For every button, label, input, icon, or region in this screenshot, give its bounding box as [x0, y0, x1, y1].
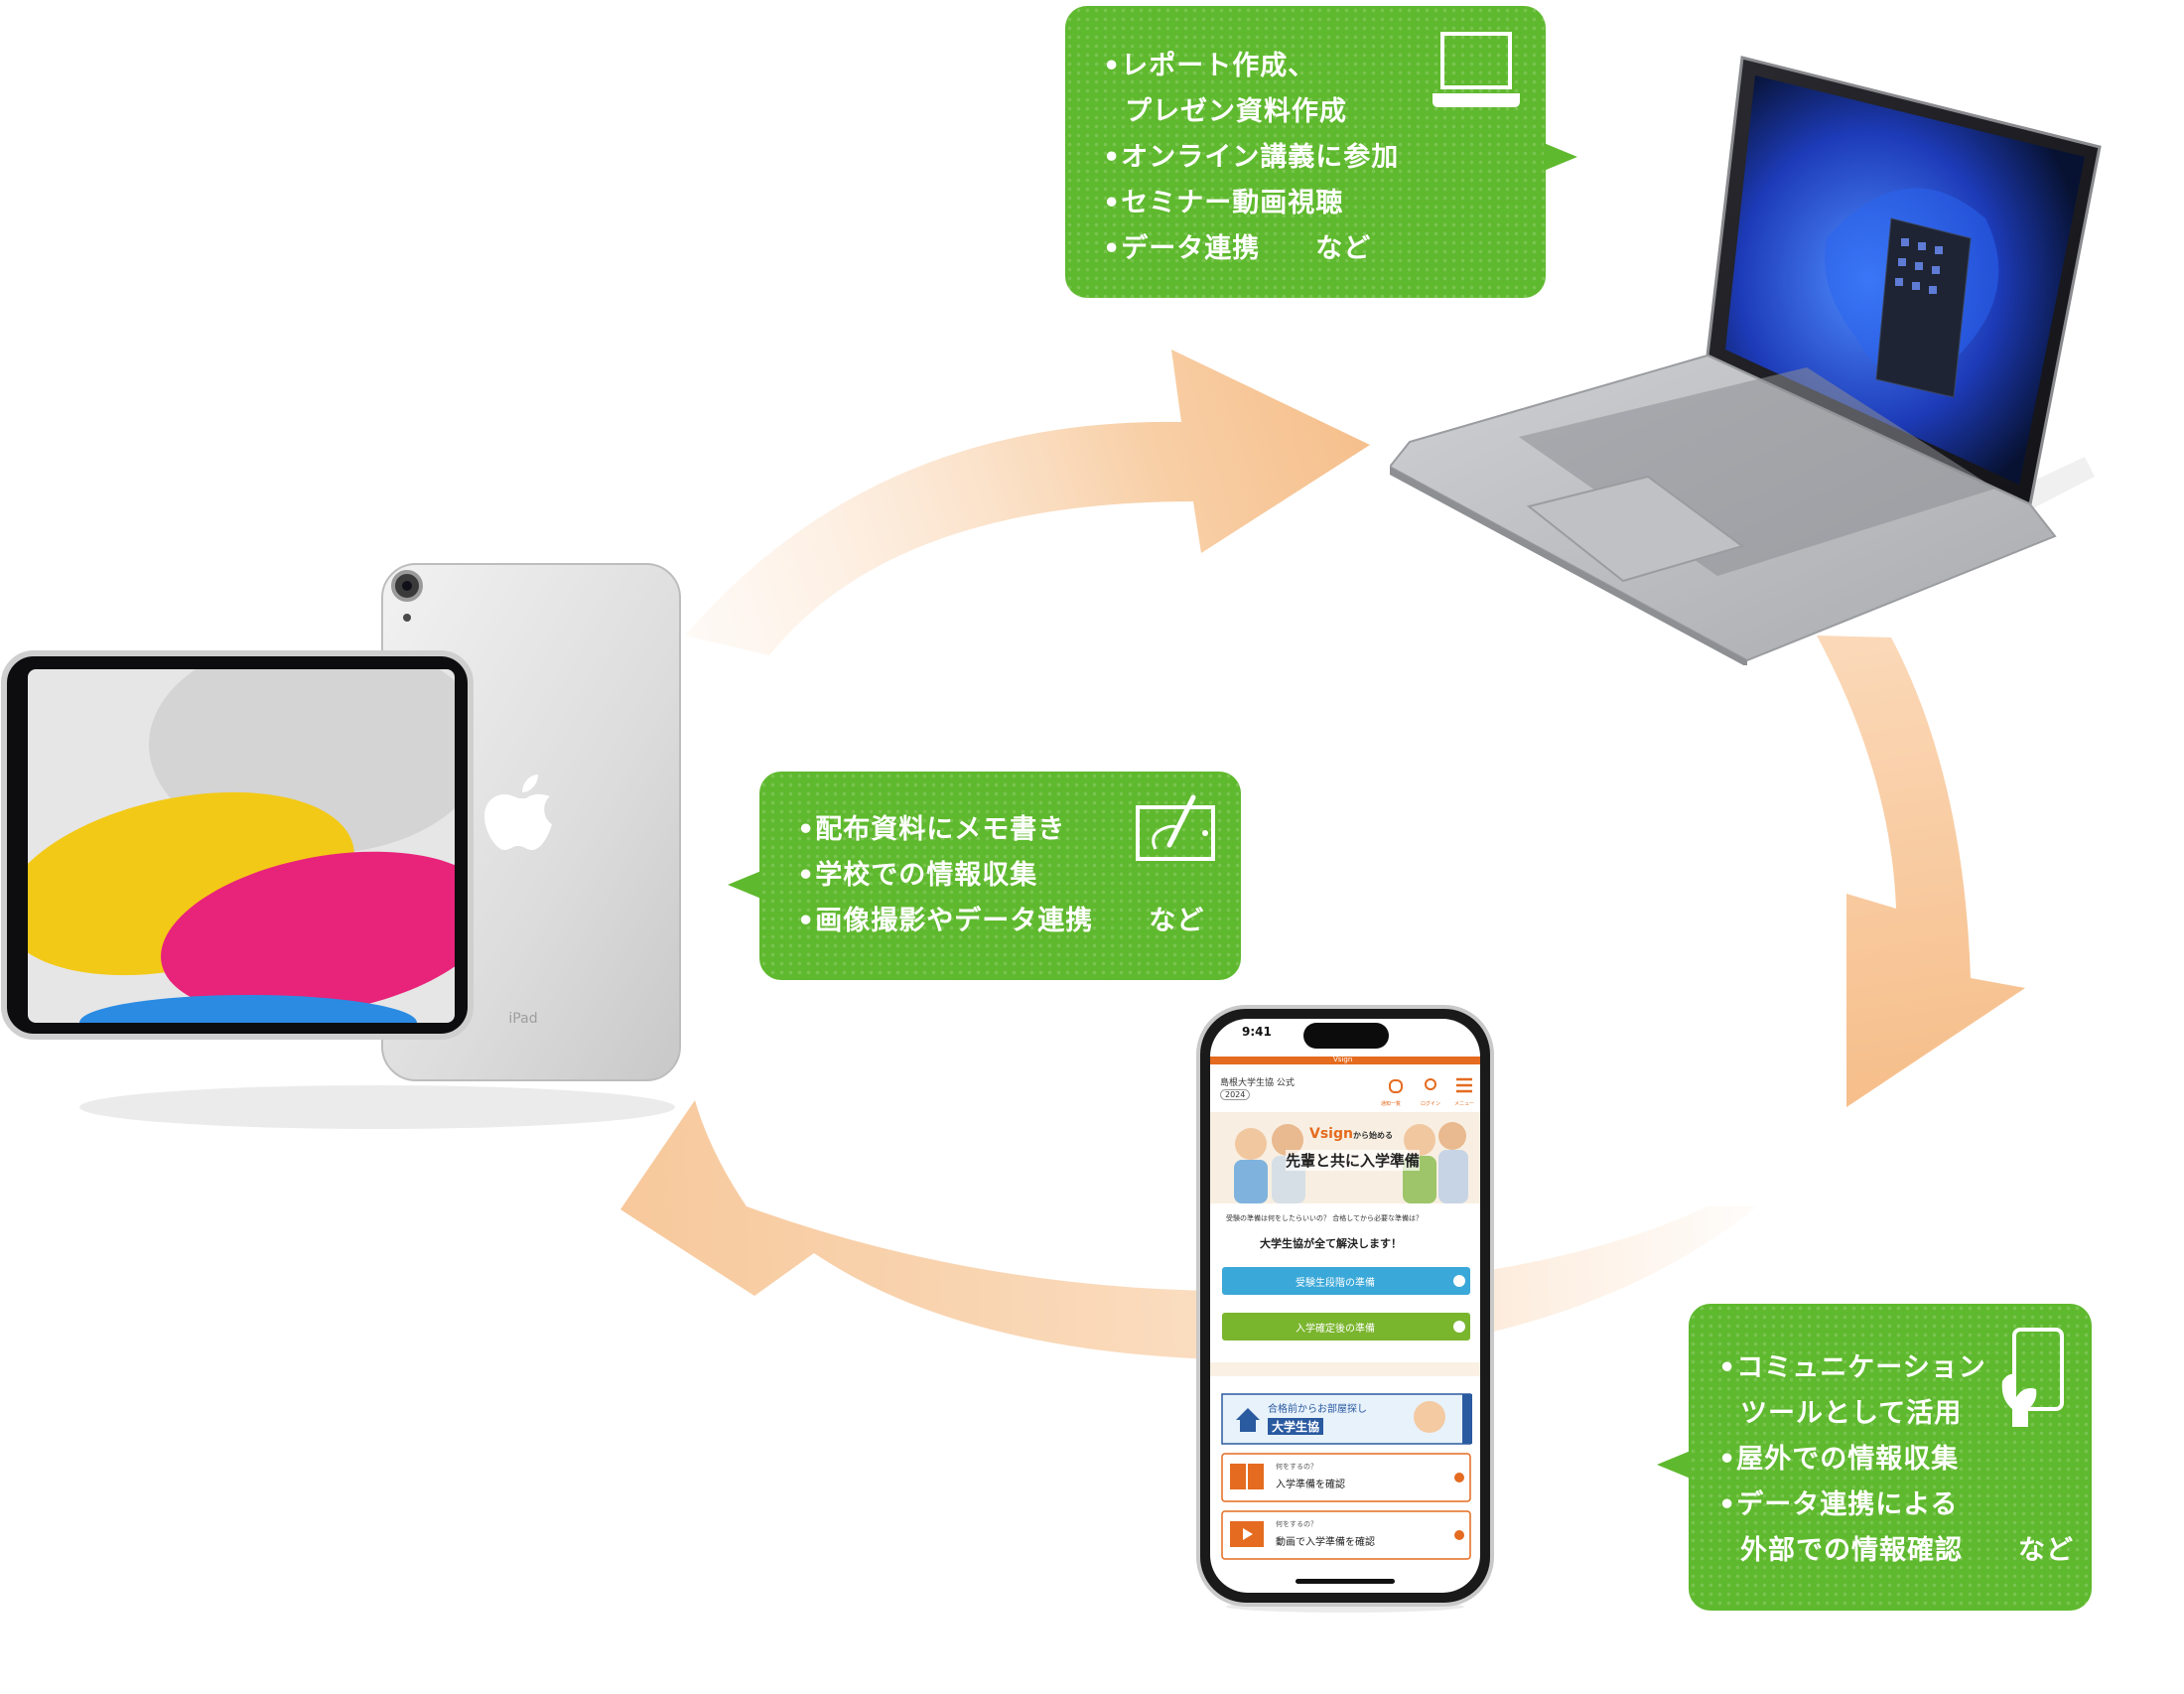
- phone-usage-item: ツールとして活用: [1740, 1398, 1963, 1429]
- phone-hero-title: 先輩と共に入学準備: [1286, 1150, 1421, 1171]
- user-icon[interactable]: [1425, 1078, 1436, 1090]
- tablet-device: iPad: [1, 563, 681, 1129]
- phone-notify-label: 通知一覧: [1381, 1101, 1402, 1107]
- laptop-touchpad: [1526, 475, 1745, 583]
- phone-home-indicator: [1296, 1579, 1395, 1584]
- phone-button-admitted[interactable]: [1222, 1313, 1470, 1341]
- arrow-tablet-to-laptop: [685, 350, 1370, 655]
- laptop-usage-item: セミナー動画視聴: [1103, 181, 1399, 226]
- phone-device: 9:41 Vsign 島根大学生協 公式 2024 通知一覧 ログイン メニュー…: [1196, 1005, 1494, 1613]
- phone-usage-item: 外部での情報確認 など: [1740, 1535, 2074, 1566]
- tablet-usage-list: 配布資料にメモ書き 学校での情報収集 画像撮影やデータ連携 など: [797, 807, 1204, 944]
- phone-button-exam[interactable]: [1222, 1267, 1470, 1295]
- tablet-usage-item: 配布資料にメモ書き: [797, 807, 1204, 853]
- phone-usage-bubble: コミュニケーション ツールとして活用 屋外での情報収集 データ連携による 外部で…: [1657, 1304, 2092, 1611]
- phone-menu-label: メニュー: [1454, 1101, 1475, 1107]
- laptop-usage-item: オンライン講義に参加: [1103, 135, 1399, 181]
- phone-usage-item: コミュニケーション: [1718, 1345, 2074, 1391]
- laptop-icon: [1433, 32, 1520, 107]
- phone-time: 9:41: [1242, 1025, 1272, 1039]
- laptop-usage-item: レポート作成、: [1103, 44, 1399, 89]
- phone-usage-item: 屋外での情報収集: [1718, 1437, 2074, 1482]
- apple-logo-icon: [484, 775, 552, 850]
- phone-banner-line2: 大学生協: [1268, 1418, 1324, 1435]
- phone-year-badge: 2024: [1220, 1089, 1251, 1100]
- laptop-usage-list: レポート作成、 プレゼン資料作成 オンライン講義に参加 セミナー動画視聴 データ…: [1103, 44, 1399, 272]
- phone-button-admitted-label: 入学確定後の準備: [1296, 1324, 1375, 1335]
- phone-login-label: ログイン: [1421, 1101, 1441, 1107]
- tablet-pen-icon: [1136, 794, 1215, 861]
- tablet-back-label: iPad: [508, 1011, 537, 1027]
- phone-button-exam-label: 受験生段階の準備: [1296, 1278, 1375, 1289]
- phone-banner-line1: 合格前からお部屋探し: [1268, 1404, 1367, 1415]
- arrow-phone-to-tablet: [620, 1100, 1757, 1360]
- tablet-usage-bubble: 配布資料にメモ書き 学校での情報収集 画像撮影やデータ連携 など: [728, 772, 1241, 980]
- phone-question: 受験の準備は何をしたらいいの？ 合格してから必要な準備は？: [1226, 1214, 1424, 1222]
- phone-usage-list: コミュニケーション ツールとして活用 屋外での情報収集 データ連携による 外部で…: [1718, 1345, 2074, 1574]
- phone-card1-main: 入学準備を確認: [1276, 1480, 1345, 1490]
- phone-brand-bar: Vsign: [1333, 1056, 1353, 1063]
- phone-tagline: 大学生協が全て解決します！: [1260, 1237, 1402, 1250]
- phone-usage-item: データ連携による: [1718, 1482, 2074, 1528]
- phone-hero-brand: Vsignから始める: [1309, 1126, 1393, 1142]
- laptop-usage-item: データ連携 など: [1103, 226, 1399, 272]
- phone-hand-icon: [2001, 1328, 2064, 1427]
- tablet-usage-item: 画像撮影やデータ連携 など: [797, 899, 1204, 944]
- phone-orange-bar: [1210, 1057, 1480, 1064]
- phone-card-1[interactable]: [1221, 1453, 1471, 1502]
- phone-dynamic-island: [1303, 1023, 1389, 1049]
- bell-icon[interactable]: [1389, 1079, 1403, 1093]
- phone-site-title: 島根大学生協 公式: [1220, 1078, 1295, 1088]
- phone-house-icon: [1236, 1408, 1260, 1432]
- laptop-device: [1390, 56, 2102, 665]
- arrow-laptop-to-phone: [1817, 635, 2025, 1107]
- phone-card2-small: 何をするの？: [1276, 1520, 1317, 1528]
- laptop-usage-item: プレゼン資料作成: [1125, 96, 1347, 127]
- phone-card1-small: 何をするの？: [1276, 1463, 1317, 1471]
- laptop-keyboard: [1519, 367, 1995, 576]
- phone-card-2[interactable]: [1221, 1510, 1471, 1560]
- tablet-usage-item: 学校での情報収集: [797, 853, 1204, 899]
- laptop-usage-bubble: レポート作成、 プレゼン資料作成 オンライン講義に参加 セミナー動画視聴 データ…: [1065, 6, 1577, 298]
- phone-card2-main: 動画で入学準備を確認: [1276, 1537, 1375, 1548]
- menu-icon[interactable]: [1456, 1077, 1472, 1093]
